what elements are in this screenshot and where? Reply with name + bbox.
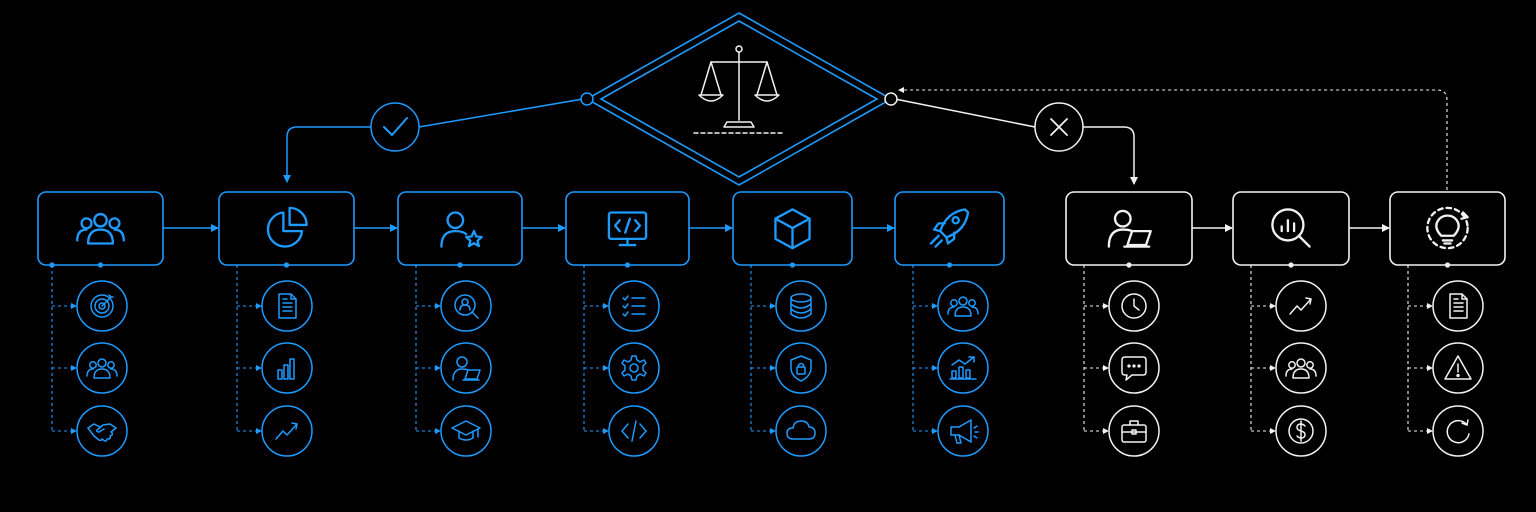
sub-step-circle: [1108, 405, 1160, 457]
megaphone-icon: [950, 419, 979, 444]
approve-connector: [283, 92, 594, 183]
gear-icon: [621, 355, 647, 381]
sub-step-circle: [440, 342, 492, 394]
code-icon: [621, 420, 647, 442]
scales-of-justice-icon: [693, 45, 785, 134]
refresh-icon: [1446, 419, 1470, 444]
magnify-chart-icon: [1271, 208, 1311, 248]
warning-icon: [1444, 355, 1472, 380]
sub-step-circle: [440, 280, 492, 332]
shield-lock-icon: [790, 355, 812, 382]
monitor-code-icon: [607, 211, 648, 247]
handshake-icon: [87, 423, 117, 442]
stage-review: [1232, 191, 1350, 457]
sub-step-circle: [775, 342, 827, 394]
stage-analysis: [218, 191, 355, 457]
lightbulb-cycle-icon: [1426, 206, 1469, 250]
sub-step-circle: [1432, 280, 1484, 332]
checkmark-icon: [383, 117, 408, 136]
database-icon: [790, 293, 812, 319]
sub-step-circle: [261, 280, 313, 332]
checklist-icon: [622, 295, 646, 317]
sub-step-circle: [1275, 342, 1327, 394]
cloud-icon: [786, 420, 816, 440]
clock-icon: [1121, 293, 1147, 319]
stage-box: [397, 191, 523, 266]
user-laptop-icon: [452, 356, 481, 381]
bar-chart-icon: [277, 358, 295, 380]
stage-box: [1065, 191, 1193, 266]
sub-step-circle: [261, 342, 313, 394]
user-search-icon: [454, 294, 479, 319]
stage-launch: [894, 191, 1005, 457]
sub-step-circle: [937, 405, 989, 457]
user-laptop-icon: [1107, 209, 1152, 248]
trend-line-icon: [1289, 297, 1312, 315]
rocket-icon: [929, 208, 970, 248]
stage-improve: [1389, 191, 1506, 457]
briefcase-icon: [1121, 420, 1147, 443]
growth-chart-icon: [949, 356, 977, 380]
trend-line-icon: [275, 422, 298, 440]
target-icon: [90, 294, 114, 318]
team-icon: [1285, 358, 1317, 379]
sub-step-circle: [608, 342, 660, 394]
chat-bubble-icon: [1121, 356, 1147, 381]
sub-step-circle: [937, 280, 989, 332]
sub-step-circle: [1432, 405, 1484, 457]
team-icon: [947, 296, 979, 317]
user-star-icon: [440, 211, 483, 248]
stage-product: [732, 191, 853, 457]
sub-step-circle: [1108, 342, 1160, 394]
stage-box: [218, 191, 355, 266]
package-box-icon: [774, 208, 811, 250]
stage-development: [565, 191, 690, 457]
sub-step-circle: [76, 342, 128, 394]
stage-box: [1232, 191, 1350, 266]
sub-step-circle: [440, 405, 492, 457]
team-icon: [76, 212, 125, 245]
reject-connector: [884, 92, 1134, 184]
stage-box: [1389, 191, 1506, 266]
sub-step-circle: [775, 405, 827, 457]
stage-rework: [1065, 191, 1193, 457]
dollar-icon: [1288, 418, 1314, 444]
sub-step-circle: [775, 280, 827, 332]
graduation-cap-icon: [451, 420, 481, 441]
x-mark-icon: [1050, 118, 1068, 136]
sub-step-circle: [261, 405, 313, 457]
stage-team: [37, 191, 164, 457]
decision-node: [585, 12, 893, 186]
stage-talent: [397, 191, 523, 457]
sub-step-circle: [1275, 280, 1327, 332]
stage-box: [894, 191, 1005, 266]
feedback-loop-connector: [898, 87, 1448, 190]
document-icon: [278, 293, 297, 319]
document-icon: [1449, 293, 1468, 319]
team-icon: [86, 358, 118, 379]
pie-chart-icon: [266, 206, 308, 248]
